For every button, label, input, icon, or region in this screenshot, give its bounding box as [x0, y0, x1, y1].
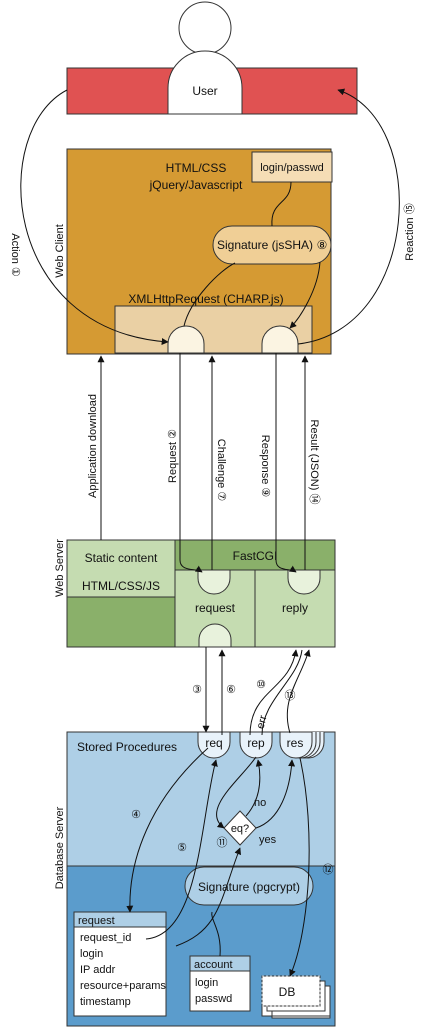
signature-jssha-step: ⑧: [317, 238, 328, 252]
database-server-title: Database Server: [54, 806, 66, 889]
fastcgi-label: FastCGI: [233, 549, 278, 563]
request-out-port: [198, 623, 232, 648]
eq-decision: [223, 810, 257, 846]
web-client-tech-2: jQuery/Javascript: [149, 178, 243, 192]
database-server: Database Server Stored Procedures req re…: [54, 731, 336, 1027]
step3-label: ③: [192, 684, 202, 696]
action-arrow: [20, 89, 169, 346]
step10-label: ⑩: [256, 679, 266, 691]
account-link: [211, 911, 221, 957]
login-passwd-box: [251, 151, 333, 183]
web-server-title: Web Server: [54, 539, 66, 597]
step4-label: ④: [131, 809, 141, 821]
step5-label: ⑤: [177, 842, 187, 854]
eq-no-arrow: [245, 759, 263, 817]
err-arrow: [261, 649, 303, 736]
challenge-label: Challenge ⑦: [215, 439, 227, 502]
request-table-field: login: [80, 948, 103, 960]
web-client-tech-1: HTML/CSS: [166, 161, 227, 175]
step6-label: ⑥: [226, 684, 236, 696]
user-actor: User: [66, 1, 358, 115]
request-table-body: [73, 926, 167, 1017]
request-table-title: request: [78, 915, 115, 927]
step4-arrow: [126, 747, 209, 913]
step10-arrow: [249, 649, 299, 736]
request-table-field: IP addr: [80, 964, 116, 976]
user-body-icon: [167, 50, 243, 115]
rep-label: rep: [247, 736, 265, 750]
result-label: Result (JSON) ⑭: [308, 420, 321, 505]
eq-yes-label: yes: [259, 834, 277, 846]
edge-labels: Action ① Reaction ⑮ Application download…: [9, 203, 416, 876]
eq-label: eq?: [231, 823, 249, 835]
account-table-field: passwd: [195, 993, 232, 1005]
eq-no-label: no: [254, 797, 266, 809]
user-label: User: [192, 84, 217, 98]
req-label: req: [205, 736, 222, 750]
step13-label: ⑬: [285, 689, 296, 702]
request-handler-label: request: [195, 601, 236, 615]
reply-out-port: [287, 569, 321, 595]
xhr-response-port: [261, 325, 299, 354]
login-to-signature-link: [271, 181, 292, 227]
request-table-field: resource+params: [80, 980, 166, 992]
connectors: [20, 88, 400, 977]
request-label: Request ②: [167, 429, 179, 483]
res-label: res: [287, 736, 304, 750]
request-table-field: request_id: [80, 932, 131, 944]
reply-handler-label: reply: [282, 601, 308, 615]
step5-arrow: [145, 759, 218, 940]
account-table-body: [189, 970, 251, 1012]
rep-port: [239, 731, 273, 759]
login-passwd-label: login/passwd: [260, 162, 324, 174]
signature-pgcrypt-label: Signature (pgcrypt): [198, 880, 300, 894]
xhr-request-port: [167, 325, 205, 354]
eq-yes-arrow: [255, 759, 296, 829]
db-stack-icon: [261, 975, 331, 1019]
static-content-tech: HTML/CSS/JS: [82, 579, 160, 593]
xhr-label: XMLHttpRequest (CHARP.js): [128, 292, 283, 306]
response-arrow: [275, 353, 297, 573]
signature-pgcrypt-box: [184, 866, 314, 906]
fastcgi-box: [174, 539, 336, 571]
app-download-label: Application download: [87, 394, 99, 498]
xhr-to-signature-link: [183, 262, 236, 327]
account-table-title: account: [194, 959, 233, 971]
account-table-field: login: [195, 977, 218, 989]
stored-procedures-label: Stored Procedures: [77, 740, 177, 754]
web-client: Web Client HTML/CSS jQuery/Javascript lo…: [54, 148, 333, 355]
step12-label: ⑫: [323, 863, 334, 876]
static-content-footer: [66, 596, 176, 648]
req-port: [197, 731, 231, 759]
web-server: Web Server Static content HTML/CSS/JS Fa…: [54, 539, 336, 648]
reaction-arrow: [297, 88, 400, 345]
user-head-icon: [178, 1, 232, 55]
request-arrow: [179, 353, 203, 573]
step11-label: ⑪: [217, 836, 228, 849]
reaction-label: Reaction ⑮: [403, 203, 416, 260]
db-label: DB: [279, 985, 296, 999]
rep-to-eq-arrow: [216, 756, 257, 829]
response-label: Response ⑨: [259, 435, 271, 498]
request-in-port: [197, 569, 231, 595]
request-table-field: timestamp: [80, 996, 131, 1008]
err-label: err: [255, 714, 270, 730]
signature-to-xhr-arrow: [289, 261, 321, 329]
static-content-label: Static content: [85, 551, 158, 565]
web-client-title: Web Client: [54, 224, 66, 278]
account-to-eq-arrow: [175, 847, 242, 947]
step12-arrow: [289, 757, 310, 977]
signature-jssha-label: Signature (jsSHA): [217, 238, 313, 252]
step13-arrow: [286, 649, 311, 734]
action-label: Action ①: [9, 233, 21, 277]
